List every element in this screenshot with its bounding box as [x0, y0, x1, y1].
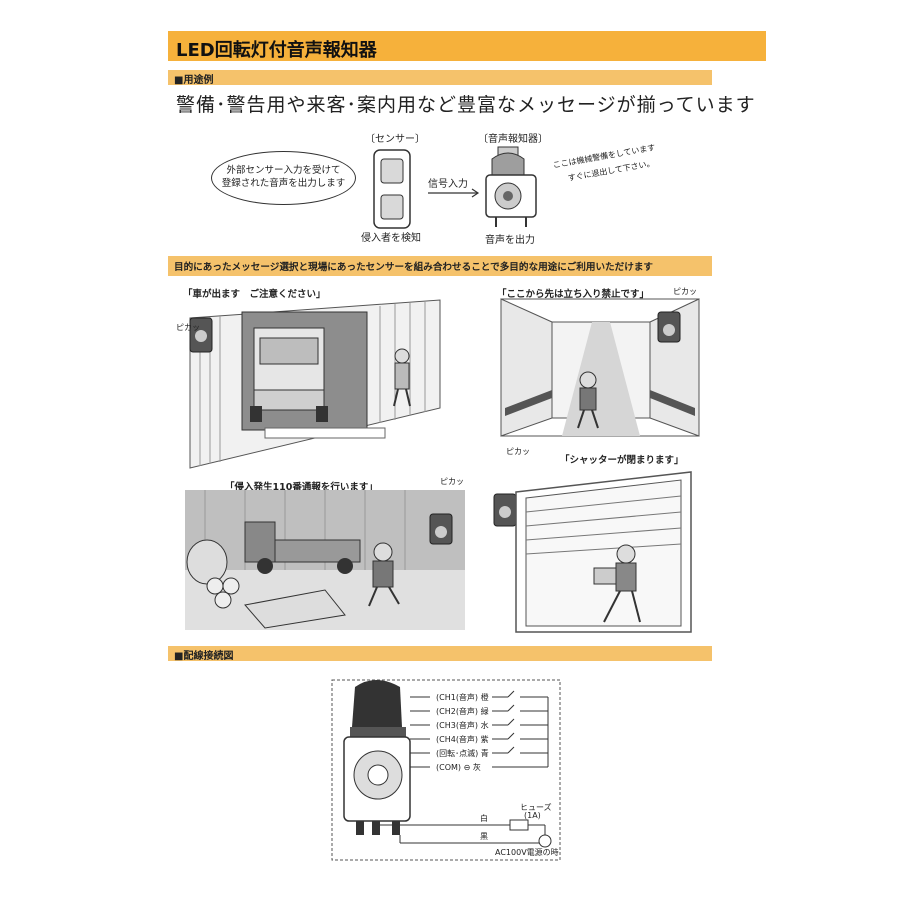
wiring-row: (CH3(音声) 水	[436, 721, 489, 730]
intruder-figure	[368, 542, 400, 607]
bubble-line-1: 外部センサー入力を受けて	[226, 165, 341, 176]
signal-label: 信号入力	[428, 179, 468, 190]
wire-white-label: 白	[480, 814, 488, 823]
speaker-label: 〔音声報知器〕	[478, 134, 548, 145]
section-bar-wiring	[168, 646, 712, 661]
usage-banner-text: 目的にあったメッセージ選択と現場にあったセンサーを組み合わせることで多目的な用途…	[174, 262, 654, 273]
corridor-scene-illustration	[500, 298, 700, 437]
wiring-row: (COM) ⊖ 灰	[436, 763, 481, 772]
wiring-row: (CH4(音声) 紫	[436, 735, 489, 744]
system-diagram	[373, 146, 537, 229]
truck-figure	[244, 521, 361, 574]
garage-message: 「車が出ます ご注意ください」	[183, 289, 326, 300]
sensor-label: 〔センサー〕	[365, 134, 425, 145]
page-title: LED回転灯付音声報知器	[176, 40, 377, 61]
visitor-figure	[393, 348, 411, 407]
section-bar-usage	[168, 70, 712, 85]
wire-black-label: 黒	[480, 832, 488, 841]
sensor-caption: 侵入者を検知	[361, 233, 421, 244]
wiring-diagram	[331, 679, 561, 861]
section-label-wiring: ■配線接続図	[174, 651, 234, 662]
power-label: AC100V電源の時	[495, 848, 559, 857]
title-bar	[168, 31, 766, 61]
flash-label-3: ピカッ	[440, 477, 464, 486]
sensor-device-icon	[373, 149, 411, 229]
intruder-figure-corridor	[577, 371, 599, 429]
speaker-caption: 音声を出力	[485, 235, 535, 246]
flash-label-2: ピカッ	[673, 287, 697, 296]
fuse-label: ヒューズ	[520, 803, 552, 812]
wiring-row-list: (CH1(音声) 橙 (CH2(音声) 緑 (CH3(音声) 水 (CH4(音声…	[436, 692, 489, 776]
device-lamp-icon	[343, 680, 411, 835]
speaker-device-icon	[485, 146, 537, 227]
wiring-row: (回転･点滅) 青	[436, 749, 489, 758]
shutter-scene-illustration	[493, 471, 692, 633]
section-label-usage: ■用途例	[174, 75, 214, 86]
headline: 警備･警告用や来客･案内用など豊富なメッセージが揃っています	[176, 94, 756, 116]
wiring-row: (CH2(音声) 緑	[436, 707, 489, 716]
flash-label-1: ピカッ	[176, 323, 200, 332]
shutter-message: 「シャッターが閉まります」	[560, 455, 684, 466]
fuse-rating: (1A)	[524, 811, 541, 820]
usage-banner-bar	[168, 256, 712, 276]
bubble-line-2: 登録された音声を出力します	[221, 178, 346, 189]
worker-figure	[593, 544, 641, 623]
corridor-message: 「ここから先は立ち入り禁止です」	[497, 289, 650, 300]
garage-scene-illustration	[189, 299, 441, 469]
intrusion-message: 「侵入発生110番通報を行います」	[225, 482, 378, 493]
intrusion-scene-illustration	[185, 490, 465, 630]
description-bubble: 外部センサー入力を受けて 登録された音声を出力します	[211, 151, 356, 205]
wiring-row: (CH1(音声) 橙	[436, 693, 489, 702]
flash-label-4: ピカッ	[506, 447, 530, 456]
